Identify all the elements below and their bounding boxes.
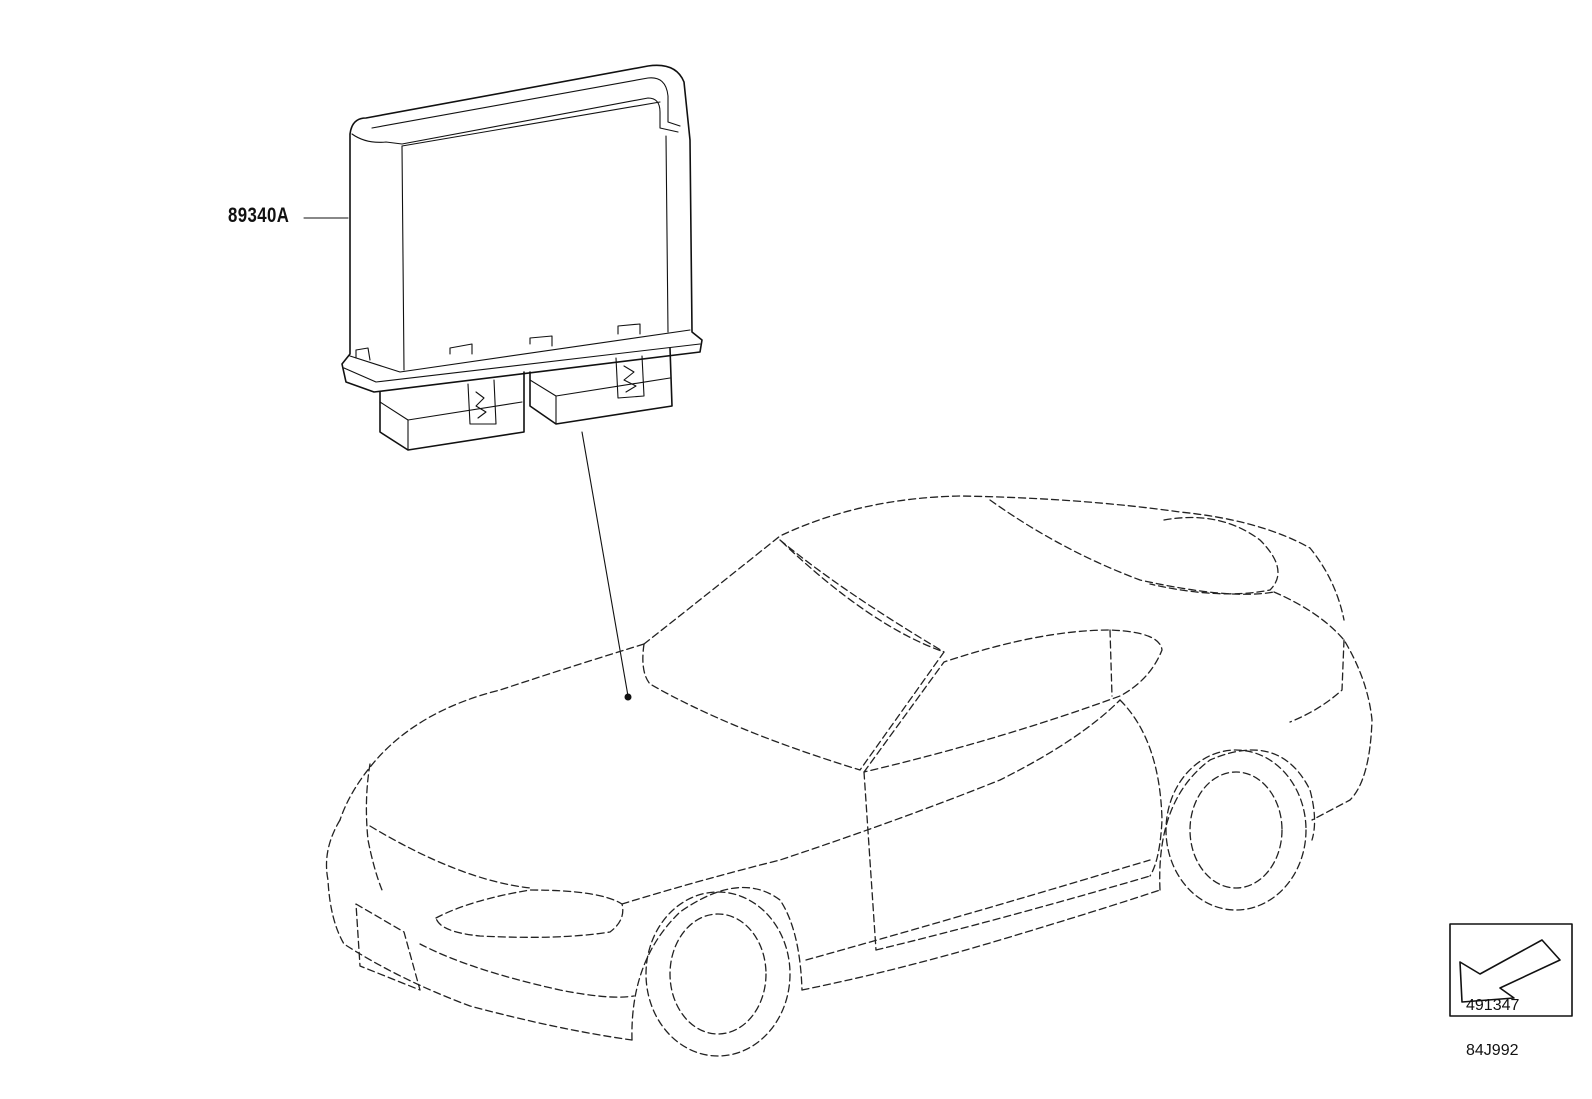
direction-arrow-icon <box>1449 923 1573 1017</box>
ecu-module-drawing <box>341 64 703 451</box>
location-dot <box>624 693 632 701</box>
vehicle-outline-drawing <box>325 495 1373 1057</box>
figure-code: 84J992 <box>1466 1042 1519 1059</box>
location-leader-line <box>581 431 629 697</box>
reference-number: 491347 <box>1466 997 1520 1014</box>
part-number-label: 89340A <box>228 204 290 227</box>
